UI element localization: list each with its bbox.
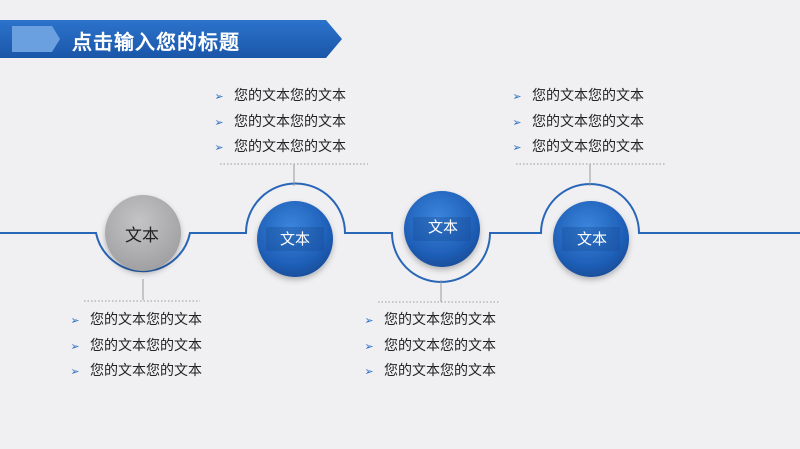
list-item: ➢您的文本您的文本	[212, 110, 346, 136]
timeline-node-1	[105, 195, 181, 271]
list-item: ➢您的文本您的文本	[68, 308, 202, 334]
timeline-node-4	[553, 201, 629, 277]
title-banner-accent	[12, 26, 60, 52]
list-item: ➢您的文本您的文本	[362, 308, 496, 334]
arrow-right-icon: ➢	[214, 90, 224, 103]
node-label-plate-3	[413, 217, 471, 241]
arrow-right-icon: ➢	[214, 115, 224, 129]
timeline-node-3	[404, 191, 480, 267]
node-label-3: 文本	[427, 218, 458, 236]
node-label-1: 文本	[125, 226, 159, 246]
list-item: ➢您的文本您的文本	[510, 110, 644, 136]
title-banner: 点击输入您的标题	[0, 20, 342, 58]
timeline-line	[0, 182, 800, 283]
arrow-right-icon: ➢	[364, 314, 374, 327]
title-banner-shape	[0, 20, 342, 58]
text-group-3: ➢您的文本您的文本 ➢您的文本您的文本 ➢您的文本您的文本	[362, 308, 496, 385]
list-item: ➢您的文本您的文本	[510, 84, 644, 110]
list-item: ➢您的文本您的文本	[68, 359, 202, 385]
node-label-plate-2	[266, 227, 324, 251]
arrow-right-icon: ➢	[364, 365, 374, 378]
node-label-2: 文本	[279, 230, 310, 248]
arrow-right-icon: ➢	[512, 141, 522, 154]
arrow-right-icon: ➢	[512, 115, 522, 129]
page-title: 点击输入您的标题	[72, 30, 240, 54]
arrow-right-icon: ➢	[70, 365, 80, 378]
list-item: ➢您的文本您的文本	[362, 359, 496, 385]
text-group-1: ➢您的文本您的文本 ➢您的文本您的文本 ➢您的文本您的文本	[68, 308, 202, 385]
node-label-4: 文本	[576, 230, 607, 248]
list-item: ➢您的文本您的文本	[212, 84, 346, 110]
arrow-right-icon: ➢	[70, 314, 80, 327]
arrow-right-icon: ➢	[70, 339, 80, 353]
text-group-2: ➢您的文本您的文本 ➢您的文本您的文本 ➢您的文本您的文本	[212, 84, 346, 161]
timeline-node-2	[257, 201, 333, 277]
list-item: ➢您的文本您的文本	[68, 334, 202, 360]
list-item: ➢您的文本您的文本	[212, 135, 346, 161]
arrow-right-icon: ➢	[214, 141, 224, 154]
list-item: ➢您的文本您的文本	[362, 334, 496, 360]
arrow-right-icon: ➢	[364, 339, 374, 353]
list-item: ➢您的文本您的文本	[510, 135, 644, 161]
text-group-4: ➢您的文本您的文本 ➢您的文本您的文本 ➢您的文本您的文本	[510, 84, 644, 161]
node-label-plate-4	[562, 227, 620, 251]
arrow-right-icon: ➢	[512, 90, 522, 103]
